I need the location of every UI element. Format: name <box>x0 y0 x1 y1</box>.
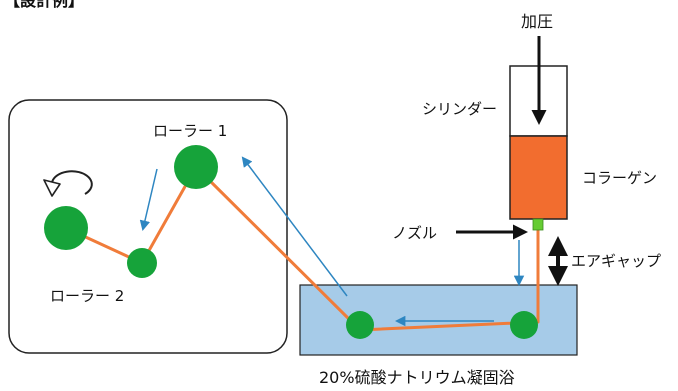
roller-intermediate <box>127 248 157 278</box>
roller-1 <box>174 145 218 189</box>
flow-arrow-up <box>241 156 348 297</box>
bath-roller-left <box>346 311 374 339</box>
pressure-label: 加圧 <box>521 12 553 31</box>
cylinder-label: シリンダー <box>422 100 497 118</box>
nozzle-label: ノズル <box>392 224 437 242</box>
roller-2 <box>44 206 88 250</box>
bath-roller-right <box>510 311 538 339</box>
nozzle-tip <box>532 218 544 231</box>
roller-2-label: ローラー 2 <box>50 287 124 305</box>
roller-1-label: ローラー 1 <box>153 122 227 140</box>
counterclockwise-rotation-icon <box>43 170 93 197</box>
collagen-chamber <box>509 135 568 220</box>
air-gap-label: エアギャップ <box>571 252 661 270</box>
bath-label: 20%硫酸ナトリウム凝固浴 <box>319 368 515 387</box>
collagen-label: コラーゲン <box>582 169 657 187</box>
flow-arrow-down-roller <box>139 168 158 232</box>
header-fragment: 【設計例】 <box>4 0 84 10</box>
